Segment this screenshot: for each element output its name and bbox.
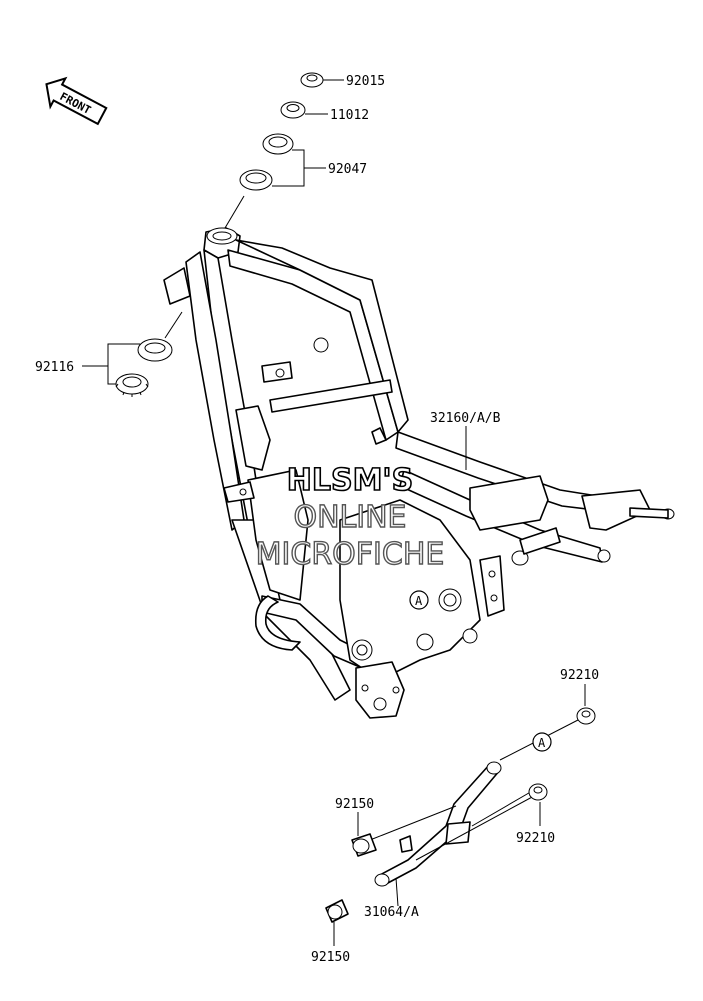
ref-marker-frame-a-label: A — [415, 594, 423, 608]
bearing-92116-icon — [82, 311, 183, 397]
bearing-race-92047-icon — [224, 133, 326, 229]
watermark-line3: MICROFICHE — [256, 537, 445, 572]
callout-92150-bottom: 92150 — [311, 950, 350, 965]
callout-92150-top: 92150 — [335, 797, 374, 812]
nut-92015-icon — [300, 72, 344, 88]
callout-92116: 92116 — [35, 360, 74, 375]
callout-92047: 92047 — [328, 162, 367, 177]
ref-marker-bracket-a-label: A — [538, 736, 546, 750]
ref-marker-frame-a: A — [409, 590, 429, 610]
watermark-line1: HLSM'S — [287, 463, 413, 498]
nut-92210-top-icon — [576, 684, 596, 725]
callout-31064: 31064/A — [364, 905, 419, 920]
collar-92150-top-icon — [351, 812, 377, 857]
watermark-line2: ONLINE — [293, 500, 406, 535]
collar-92150-bottom-icon — [325, 899, 349, 946]
nut-92210-mid-icon — [528, 783, 548, 826]
ref-marker-bracket-a: A — [532, 732, 552, 752]
callout-32160: 32160/A/B — [430, 411, 501, 426]
washer-11012-icon — [280, 101, 328, 119]
callout-11012: 11012 — [330, 108, 369, 123]
callout-92210-top: 92210 — [560, 668, 599, 683]
front-direction-arrow-icon: FRONT — [45, 76, 108, 126]
main-frame-icon — [163, 227, 675, 719]
bracket-31064-icon — [369, 719, 579, 907]
callout-92015: 92015 — [346, 74, 385, 89]
callout-92210-mid: 92210 — [516, 831, 555, 846]
watermark: HLSM'S ONLINE MICROFICHE — [255, 462, 445, 573]
